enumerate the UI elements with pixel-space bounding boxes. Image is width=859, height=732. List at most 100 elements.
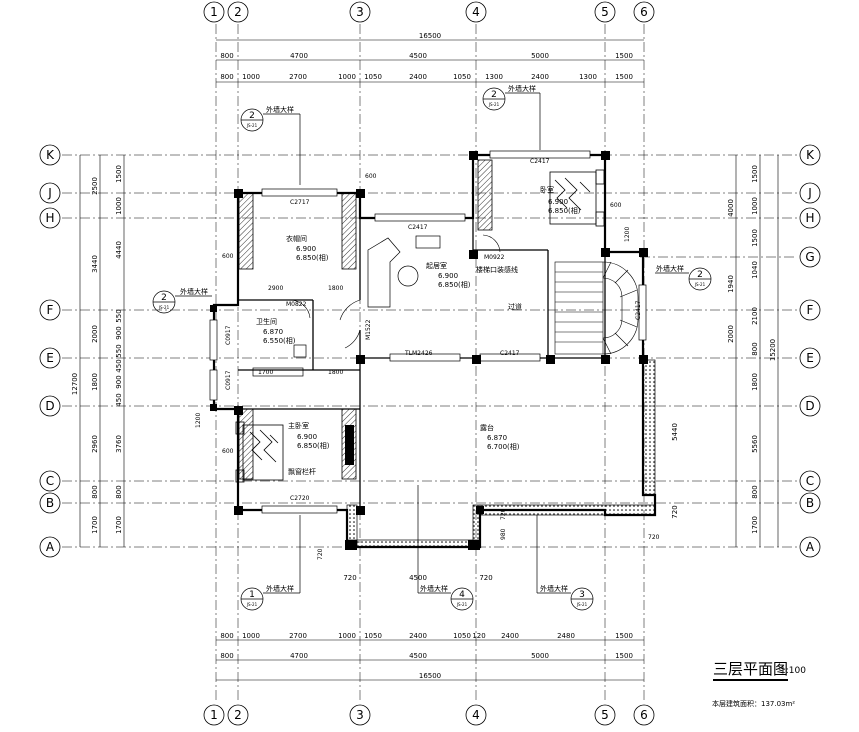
- dim-bot-r1-4: 1050: [364, 632, 382, 640]
- axis-label-right-d: D: [805, 399, 814, 413]
- dim-right-mid-1: 1940: [727, 275, 735, 293]
- dim-top-r3-4: 1050: [364, 73, 382, 81]
- detail-text-5: 外墙大样: [420, 584, 448, 593]
- dim-bot-r1-5: 2400: [409, 632, 427, 640]
- dimension-lines-left: [79, 155, 125, 547]
- room-bath-level: 6.870: [263, 328, 283, 336]
- bed-master: [235, 421, 284, 483]
- room-bedroom-level2: 6.850(相): [548, 206, 581, 215]
- detail-num-6: 3: [579, 590, 585, 600]
- dim-left-total: 12700: [71, 373, 79, 395]
- room-study-level: 6.900: [438, 272, 458, 280]
- dim-bot-r1-7: 120: [472, 632, 485, 640]
- axis-bubbles-bottom: [203, 704, 655, 726]
- dim-left-in-4: 900: [115, 326, 123, 339]
- dim-right-total: 15200: [769, 339, 777, 361]
- detail-text-4: 外墙大样: [266, 584, 294, 593]
- dim-top-r3-10: 1500: [615, 73, 633, 81]
- axis-label-right-k: K: [806, 148, 815, 162]
- dim-top-r2-4: 1500: [615, 52, 633, 60]
- axis-bubbles-left: [39, 144, 61, 558]
- detail-sub-0: JS-21: [246, 123, 258, 128]
- dimension-lines-bottom: [216, 639, 644, 681]
- dim-left-in-5: 550: [115, 344, 123, 357]
- opening-c2417-d: C2417: [635, 300, 642, 320]
- dim-left-in-9: 3760: [115, 435, 123, 453]
- detail-num-4: 1: [249, 590, 255, 600]
- axis-label-bottom-2: 2: [234, 708, 242, 722]
- room-corridor-name: 过道: [508, 302, 522, 311]
- room-bay-window: 飘窗栏杆: [288, 467, 316, 476]
- dim-right-in-6: 1800: [751, 373, 759, 391]
- misc-980: 980: [500, 528, 507, 540]
- detail-sub-2: JS-21: [158, 305, 170, 310]
- dim-right-mid-3: 5440: [671, 423, 679, 441]
- dim-left-mid-5: 800: [91, 485, 99, 498]
- detail-num-1: 2: [491, 90, 497, 100]
- misc-1200a: 1200: [624, 227, 631, 242]
- dim-bal-2: 720: [479, 574, 492, 582]
- room-terrace-level: 6.870: [487, 434, 507, 442]
- dim-left-mid-6: 1700: [91, 516, 99, 534]
- misc-600c: 600: [222, 253, 234, 260]
- dim-right-in-1: 1000: [751, 197, 759, 215]
- dim-top-r3-9: 1300: [579, 73, 597, 81]
- opening-m0822: M0822: [286, 301, 307, 308]
- dim-top-r2-2: 4500: [409, 52, 427, 60]
- sofa-set: [367, 235, 441, 308]
- room-study-name: 起居室: [426, 261, 447, 270]
- detail-sub-6: JS-21: [576, 602, 588, 607]
- room-bedroom-level: 6.900: [548, 198, 568, 206]
- dim-left-mid-1: 3440: [91, 255, 99, 273]
- room-bath-name: 卫生间: [256, 317, 277, 326]
- axis-label-left-k: K: [46, 148, 55, 162]
- dim-bot-r2-4: 1500: [615, 652, 633, 660]
- dim-top-r2-0: 800: [220, 52, 233, 60]
- room-terrace-name: 露台: [480, 423, 494, 432]
- room-terrace-level2: 6.700(相): [487, 442, 520, 451]
- dim-top-r2-1: 4700: [290, 52, 308, 60]
- dim-left-in-3: 550: [115, 309, 123, 322]
- dim-top-r3-7: 1300: [485, 73, 503, 81]
- axis-label-left-d: D: [45, 399, 54, 413]
- detail-text-6: 外墙大样: [540, 584, 568, 593]
- room-closet-level: 6.900: [296, 245, 316, 253]
- opening-c2417-b: C2417: [530, 158, 550, 165]
- misc-1800b: 1800: [328, 369, 343, 376]
- misc-2900: 2900: [268, 285, 283, 292]
- detail-num-2: 2: [161, 293, 167, 303]
- dim-left-in-6: 450: [115, 359, 123, 372]
- axis-label-bottom-6: 6: [640, 708, 648, 722]
- room-master-level: 6.900: [297, 433, 317, 441]
- dim-bot-r1-2: 2700: [289, 632, 307, 640]
- dim-left-mid-2: 2000: [91, 325, 99, 343]
- dim-bot-r2-3: 5000: [531, 652, 549, 660]
- dim-top-r3-1: 1000: [242, 73, 260, 81]
- axis-label-top-1: 1: [210, 5, 218, 19]
- axis-bubbles-right: [799, 144, 821, 558]
- dim-right-in-7: 5560: [751, 435, 759, 453]
- dim-top-r3-2: 2700: [289, 73, 307, 81]
- dim-top-r3-6: 1050: [453, 73, 471, 81]
- axis-label-bottom-1: 1: [210, 708, 218, 722]
- room-bedroom-name: 卧室: [540, 185, 554, 194]
- dim-right-in-4: 2100: [751, 307, 759, 325]
- axis-label-top-6: 6: [640, 5, 648, 19]
- misc-600b: 600: [610, 202, 622, 209]
- dim-bot-r1-1: 1000: [242, 632, 260, 640]
- dim-bot-r1-0: 800: [220, 632, 233, 640]
- opening-tlm2426: TLM2426: [404, 350, 433, 357]
- axis-label-bottom-5: 5: [601, 708, 609, 722]
- dim-right-in-9: 1700: [751, 516, 759, 534]
- opening-m0922: M0922: [484, 254, 505, 261]
- dim-top-r2-3: 5000: [531, 52, 549, 60]
- dim-left-in-0: 1500: [115, 165, 123, 183]
- axis-label-left-h: H: [45, 211, 54, 225]
- axis-label-left-e: E: [46, 351, 54, 365]
- dim-right-mid-2: 2000: [727, 325, 735, 343]
- dim-right-mid-0: 4000: [727, 199, 735, 217]
- axis-label-top-4: 4: [472, 5, 480, 19]
- dim-left-in-11: 1700: [115, 516, 123, 534]
- dim-bot-r1-10: 1500: [615, 632, 633, 640]
- dim-left-mid-4: 2960: [91, 435, 99, 453]
